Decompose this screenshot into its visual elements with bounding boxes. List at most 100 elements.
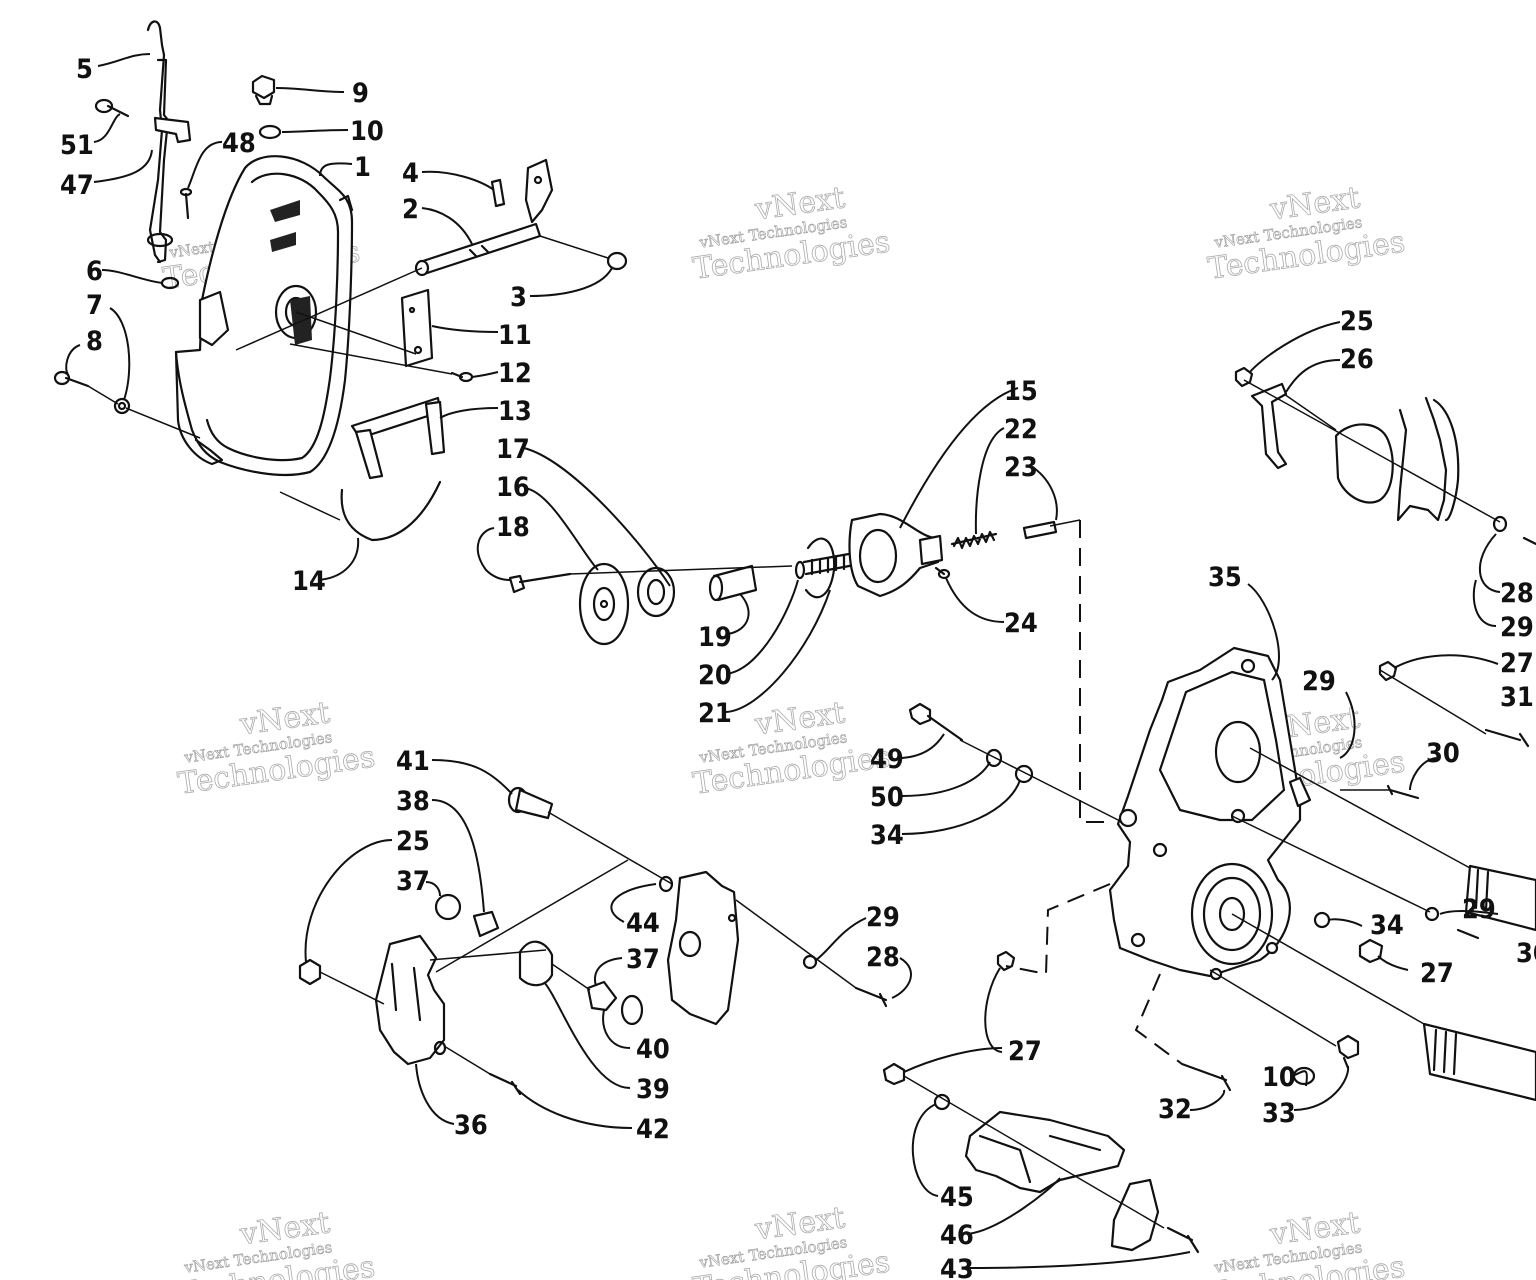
washer-45 xyxy=(933,1093,951,1111)
callout-37: 37 xyxy=(626,944,660,975)
callout-30: 30 xyxy=(1516,938,1536,969)
sprocket-16 xyxy=(578,562,630,646)
callout-36: 36 xyxy=(454,1110,488,1141)
callout-41: 41 xyxy=(396,746,430,777)
chaincase-cover-group xyxy=(53,20,628,542)
callout-48: 48 xyxy=(222,128,256,159)
watermark: vNext vNext Technologies Technologies xyxy=(690,1200,892,1280)
lockwasher-7 xyxy=(113,397,131,415)
callout-19: 19 xyxy=(698,622,732,653)
bolt-51 xyxy=(94,98,130,118)
callout-21: 21 xyxy=(698,698,732,729)
plate-43 xyxy=(1110,1178,1160,1252)
sleeve-37b xyxy=(586,980,618,1012)
shift-shaft-2 xyxy=(414,158,554,277)
callout-24: 24 xyxy=(1004,608,1038,639)
callout-10: 10 xyxy=(350,116,384,147)
callout-8: 8 xyxy=(86,326,103,357)
shaft-spring xyxy=(802,550,862,576)
callout-47: 47 xyxy=(60,170,94,201)
watermark: vNext vNext Technologies Technologies xyxy=(690,180,892,287)
seal-3 xyxy=(606,251,628,271)
callout-7: 7 xyxy=(86,290,103,321)
callout-3: 3 xyxy=(510,282,527,313)
bushing-38 xyxy=(472,910,500,938)
housing-15 xyxy=(848,512,944,598)
callout-29: 29 xyxy=(1462,894,1496,925)
washer-29c xyxy=(1424,906,1440,922)
shift-fork-13 xyxy=(350,396,446,480)
nut-27a xyxy=(1378,660,1398,682)
watermark: vNext vNext Technologies Technologies xyxy=(1205,1205,1407,1280)
callout-46: 46 xyxy=(940,1220,974,1251)
watermark: vNext vNext Technologies Technologies xyxy=(175,695,377,802)
callout-32: 32 xyxy=(1158,1094,1192,1125)
gasket-14 xyxy=(340,480,442,542)
callout-17: 17 xyxy=(496,434,530,465)
bolt-33 xyxy=(1336,1034,1360,1070)
washer-29d xyxy=(802,954,818,970)
spacer-19 xyxy=(708,564,758,602)
callout-23: 23 xyxy=(1004,452,1038,483)
bolt-30b xyxy=(1456,928,1480,940)
dipstick-tube xyxy=(156,58,170,264)
callout-43: 43 xyxy=(940,1254,974,1280)
callout-44: 44 xyxy=(626,908,660,939)
callout-49: 49 xyxy=(870,744,904,775)
chaincase-cover-boss xyxy=(198,290,230,347)
bottom-mount-group xyxy=(882,1062,1200,1254)
callout-29: 29 xyxy=(1302,666,1336,697)
washer-10 xyxy=(258,124,282,140)
bolt-42 xyxy=(488,1072,522,1096)
callout-18: 18 xyxy=(496,512,530,543)
snap-ring-21 xyxy=(804,537,836,599)
callout-9: 9 xyxy=(352,78,369,109)
roller-39 xyxy=(518,940,554,987)
bracket-26 xyxy=(1250,382,1288,470)
washer-44 xyxy=(658,875,674,893)
callout-29: 29 xyxy=(866,902,900,933)
tensioner-bracket xyxy=(666,870,740,1026)
callout-30: 30 xyxy=(1426,738,1460,769)
bolt-32 xyxy=(1180,1062,1232,1092)
callout-22: 22 xyxy=(1004,414,1038,445)
callout-11: 11 xyxy=(498,320,532,351)
bolt-28b xyxy=(854,986,888,1008)
dipstick-rod xyxy=(146,20,166,264)
washer-20 xyxy=(794,560,806,580)
callout-25: 25 xyxy=(396,826,430,857)
assembly-lines xyxy=(87,235,1501,1229)
callout-12: 12 xyxy=(498,358,532,389)
bushing-37a xyxy=(434,893,462,921)
screw-48 xyxy=(179,187,193,220)
nut-25b xyxy=(298,958,322,986)
callout-35: 35 xyxy=(1208,562,1242,593)
callout-33: 33 xyxy=(1262,1098,1296,1129)
bolt-49 xyxy=(908,702,964,742)
roll-pin-4 xyxy=(490,178,506,208)
callout-6: 6 xyxy=(86,256,103,287)
chaincase-cover-rim xyxy=(205,172,340,462)
dipstick-grommet xyxy=(146,232,174,248)
washer-34a xyxy=(1014,764,1034,784)
callout-26: 26 xyxy=(1340,344,1374,375)
bolt-18 xyxy=(508,572,572,594)
callout-50: 50 xyxy=(870,782,904,813)
output-shaft xyxy=(1422,1022,1536,1102)
nut-27c xyxy=(996,950,1016,972)
mount-46 xyxy=(964,1110,1126,1194)
watermark: vNext vNext Technologies Technologies xyxy=(1205,180,1407,287)
callout-4: 4 xyxy=(402,158,419,189)
callout-37: 37 xyxy=(396,866,430,897)
watermark: vNext vNext Technologies Technologies xyxy=(175,1205,377,1280)
callout-13: 13 xyxy=(498,396,532,427)
washer-34b xyxy=(1313,911,1331,929)
center-drive-group xyxy=(508,512,1058,646)
input-shaft xyxy=(1464,864,1536,932)
callout-28: 28 xyxy=(866,942,900,973)
bolt-43 xyxy=(1166,1226,1200,1254)
bolt-8 xyxy=(53,370,90,388)
callout-27: 27 xyxy=(1500,648,1534,679)
screw-12 xyxy=(450,371,474,383)
